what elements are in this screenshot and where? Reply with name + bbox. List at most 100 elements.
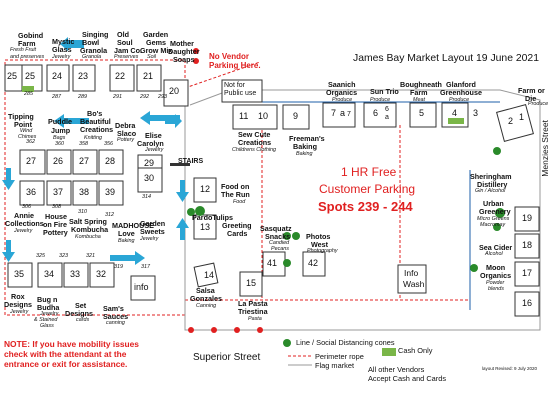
map-title: James Bay Market Layout 19 June 2021	[353, 53, 539, 64]
row3-stalls	[19, 167, 163, 206]
vendor-tipping-sub1: Wind	[20, 128, 33, 134]
stall-num: 25	[7, 71, 18, 81]
vendor-farmordie-sub: Produce	[528, 101, 549, 107]
mid-sub: 358	[79, 141, 88, 147]
vendor-gardengems-name3: Grow Mix	[140, 46, 173, 55]
vendor-set-name1: Set	[75, 301, 87, 310]
vendor-freeman-name1: Freeman's	[289, 134, 325, 143]
vendor-farmordie-name2: Die	[525, 94, 537, 103]
stall-num: 34	[44, 269, 55, 279]
top-right-stalls	[232, 102, 534, 142]
vendor-urban-name1: Urban	[483, 199, 504, 208]
row3-sub: 306	[22, 204, 31, 210]
vendor-bos-sub: Knitting	[84, 135, 102, 141]
vendor-suntrio-sub: Produce	[370, 97, 391, 103]
vendor-annie-sub: Jewelry	[14, 228, 33, 234]
vendor-mother-name2: Daughter	[168, 47, 200, 56]
stall-num: 24	[52, 71, 63, 81]
info-wash-line1: Info	[404, 268, 419, 278]
vendor-bug-sub2: & Stained	[34, 317, 58, 323]
vendor-sheringham-sub: Gin / Alcohol	[475, 188, 506, 194]
vendor-elise-name1: Elise	[145, 131, 162, 140]
vendor-madhouse-name1: MADHOUSE	[112, 221, 154, 230]
vendor-house-name3: Pottery	[43, 228, 68, 237]
stall-sub: 289	[78, 94, 87, 100]
legend-other-1: All other Vendors	[368, 365, 425, 374]
vendor-gobind-name1: Gobind	[18, 31, 44, 40]
vendor-saanich-name1: Saanich	[328, 80, 356, 89]
mid-sub: 360	[55, 141, 64, 147]
row1-stalls	[4, 64, 189, 107]
vendor-oldsoul-name3: Jam Co.	[114, 46, 142, 55]
vendor-gardengems-sub: Soil	[147, 54, 156, 60]
vendor-sew-name2: Creations	[238, 138, 272, 147]
not-for-public-line1: Not for	[224, 82, 246, 89]
note-line3: entrance or exit for assistance.	[4, 359, 128, 369]
vendor-singing-name1: Singing	[82, 30, 109, 39]
row4-top: 317	[141, 264, 150, 270]
legend-cash-only: Cash Only	[398, 346, 433, 355]
vendor-urban-name2: Greenery	[479, 207, 511, 216]
stall-num: 25	[25, 71, 36, 81]
stall-num: 7	[331, 108, 337, 118]
vendor-sheringham-name2: Distillery	[477, 180, 508, 189]
legend-other-2: Accept Cash and Cards	[368, 374, 447, 383]
vendor-tulips-name1: PardoTulips	[192, 213, 233, 222]
vendor-puddle-name1: Puddle	[48, 117, 72, 126]
vendor-farmordie-name1: Farm or	[518, 86, 545, 95]
vendor-elise-sub: Jewelry	[145, 147, 164, 153]
stall-num: a	[340, 108, 346, 118]
vendor-debra-sub: Pottery	[117, 137, 135, 143]
vendor-debra-name1: Debra	[115, 121, 136, 130]
stall-num: 4	[452, 108, 458, 118]
distancing-cones	[187, 147, 505, 347]
vendor-gardensweets-sub: Jewelry	[140, 236, 159, 242]
stall-num: 11	[239, 111, 249, 121]
stall-num: 5	[419, 108, 425, 118]
no-vendor-line2: Parking Here.	[209, 61, 261, 70]
perimeter-rope-top	[184, 61, 261, 89]
stall-num: 6	[385, 106, 389, 113]
stall-num: 27	[26, 156, 37, 166]
vendor-salsa-name2: Gonzales	[190, 294, 222, 303]
mid-sub: 356	[104, 141, 113, 147]
vendor-bos-name2: Beautiful	[80, 117, 111, 126]
no-vendor-line1: No Vendor	[209, 52, 250, 61]
vendor-oldsoul-name2: Soul	[117, 38, 133, 47]
stall-num: info	[134, 282, 149, 292]
stall-sub: 292	[140, 94, 149, 100]
layout-revised: layout Revised: 9 July 2020	[482, 366, 538, 371]
stall-num: 9	[293, 111, 299, 121]
vendor-photos-name1: Photos	[306, 232, 331, 241]
vendor-tipping-name2: Point	[14, 120, 32, 129]
stall-sub: 285	[24, 91, 33, 97]
vendor-madhouse-name2: Love	[118, 229, 135, 238]
vendor-glanford-name1: Glanford	[446, 80, 476, 89]
vendor-salsa-name1: Salsa	[196, 286, 215, 295]
stall-num: 28	[105, 156, 116, 166]
vendor-urban-sub1: Micro Greens	[477, 216, 510, 222]
stall-num: 17	[522, 268, 533, 278]
row4-top: 319	[114, 264, 123, 270]
not-for-public-line2: Public use	[224, 90, 257, 97]
vendor-oldsoul-name1: Old	[117, 30, 129, 39]
vendor-salsa-sub: Canning	[196, 303, 217, 309]
vendor-saanich-sub: Produce	[332, 97, 353, 103]
vendor-mystic-name2: Glass	[52, 45, 72, 54]
vendor-tulips-name3: Cards	[227, 229, 248, 238]
row4-top: 321	[86, 253, 95, 259]
vendor-sasquatz-sub2: Pecans	[271, 246, 289, 252]
stall-num: 19	[522, 213, 533, 223]
not-for-public-use-box	[221, 79, 263, 103]
vendor-salt-name2: Kombucha	[71, 225, 109, 234]
stall-sub: 293	[158, 94, 167, 100]
vendor-singing-sub: Granola	[82, 54, 102, 60]
right-stalls	[397, 206, 540, 317]
vendor-sam-name1: Sam's	[103, 304, 124, 313]
vendor-bug-name2: Budha	[37, 303, 60, 312]
vendor-madhouse-sub: Baking	[118, 238, 135, 244]
stall-sub: 291	[113, 94, 122, 100]
street-menzies: Menzies Street	[540, 120, 550, 177]
vendor-tipping-name1: Tipping	[8, 112, 34, 121]
vendor-bug-sub1: Jewelry	[40, 311, 59, 317]
